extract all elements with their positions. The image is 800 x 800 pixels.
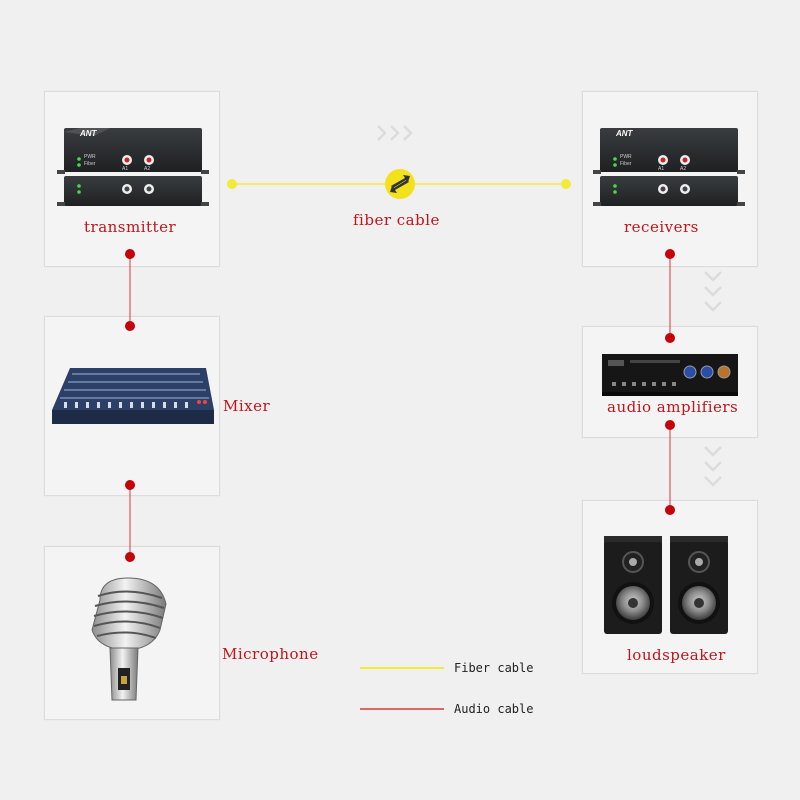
receiver-led-pwr: PWR	[620, 154, 632, 160]
chevrons-down-1	[704, 271, 722, 312]
legend-fiber-label: Fiber cable	[454, 661, 534, 675]
transmitter-port-a2: A2	[144, 166, 151, 172]
fiber-node-right	[561, 179, 571, 189]
loudspeaker-label: loudspeaker	[627, 646, 726, 664]
fiber-cable-label: fiber cable	[353, 211, 440, 229]
microphone-image	[91, 577, 167, 701]
chevrons-down-2	[704, 446, 722, 487]
receivers-label: receivers	[624, 218, 699, 236]
mixer-image	[52, 368, 214, 424]
loudspeaker-image	[604, 536, 728, 634]
transmitter-device-image	[57, 128, 209, 206]
receiver-device-image	[593, 128, 745, 206]
receiver-brand: ANT	[616, 129, 633, 138]
transmitter-brand: ANT	[80, 129, 97, 138]
transmitter-label: transmitter	[84, 218, 177, 236]
transmitter-led-pwr: PWR	[84, 154, 96, 160]
chevrons-horizontal	[377, 125, 413, 141]
receiver-led-fiber: Fiber	[620, 161, 632, 167]
transmitter-port-a1: A1	[122, 166, 129, 172]
audio-amplifiers-label: audio amplifiers	[607, 398, 739, 416]
legend-audio-label: Audio cable	[454, 702, 534, 716]
fiber-swap-icon	[385, 169, 415, 199]
microphone-label: Microphone	[222, 645, 319, 663]
transmitter-led-fiber: Fiber	[84, 161, 96, 167]
amplifier-image	[602, 354, 738, 396]
receiver-port-a1: A1	[658, 166, 665, 172]
receiver-port-a2: A2	[680, 166, 687, 172]
fiber-node-left	[227, 179, 237, 189]
mixer-label: Mixer	[223, 397, 271, 415]
